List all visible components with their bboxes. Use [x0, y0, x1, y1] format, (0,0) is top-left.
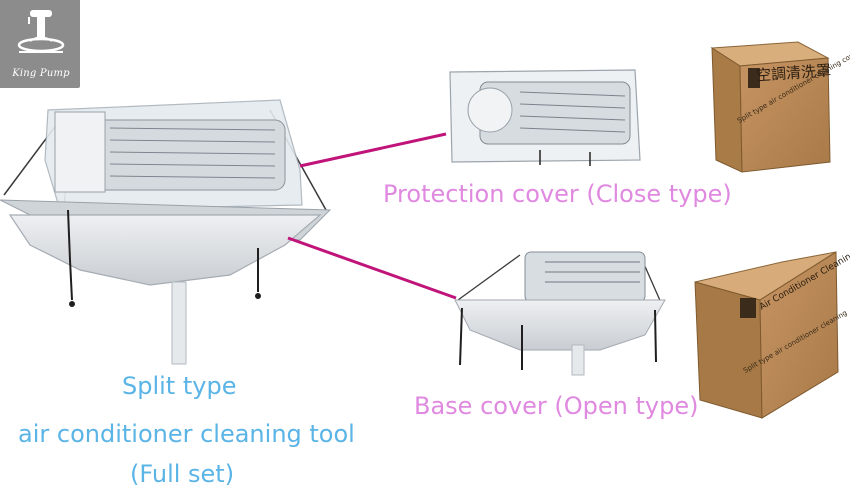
faucet-logo-icon [17, 10, 65, 53]
caption-close-type: Protection cover (Close type) [383, 180, 732, 208]
brand-name: King Pump [12, 68, 70, 79]
caption-main-line2: air conditioner cleaning tool [18, 420, 355, 448]
caption-open-type: Base cover (Open type) [414, 392, 699, 420]
open-type-box [694, 251, 839, 419]
connector-close [299, 132, 447, 168]
close-type-image [449, 69, 641, 166]
close-type-box [710, 41, 831, 173]
connector-open [287, 236, 457, 300]
open-type-image [454, 251, 666, 376]
full-set-image [0, 99, 332, 365]
caption-main-line1: Split type [122, 372, 237, 400]
brand-logo: King Pump [0, 0, 80, 88]
caption-main-line3: (Full set) [130, 460, 235, 488]
